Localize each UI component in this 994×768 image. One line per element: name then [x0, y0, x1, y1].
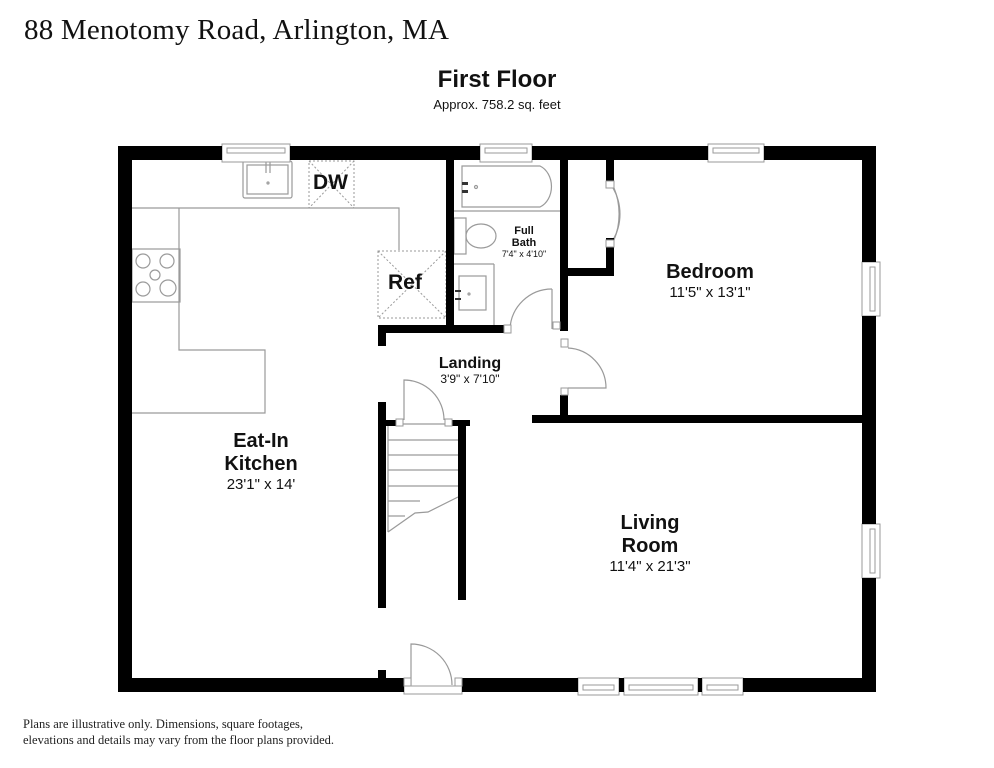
room-dimensions: 23'1" x 14': [226, 476, 296, 493]
refrigerator-label: Ref: [388, 271, 422, 294]
walls: [118, 146, 876, 692]
disclaimer-line-2: elevations and details may vary from the…: [23, 733, 335, 747]
room-name-line2: Bath: [511, 237, 537, 249]
room-name-line2: Kitchen: [224, 453, 298, 475]
window-living-bottom-2: [623, 677, 699, 696]
bath-sink-icon: [454, 263, 495, 325]
room-landing: Landing 3'9" x 7'10": [420, 355, 520, 386]
room-name-line1: Full: [514, 225, 534, 237]
room-full-bath: Full Bath 7'4" x 4'10": [494, 225, 554, 260]
kitchen-counter: [131, 207, 400, 414]
floor-title: First Floor: [437, 66, 557, 93]
window-living-bottom-1: [577, 677, 620, 696]
room-name-line2: Room: [621, 535, 679, 557]
stove-icon: [135, 253, 177, 297]
floor-area: Approx. 758.2 sq. feet: [433, 97, 561, 112]
kitchen-sink-icon: [242, 160, 293, 199]
disclaimer: Plans are illustrative only. Dimensions,…: [23, 716, 443, 748]
door-swings: [403, 187, 621, 686]
room-dimensions: 3'9" x 7'10": [440, 372, 500, 386]
window-living-side: [861, 523, 881, 579]
room-name-line1: Living: [620, 512, 680, 534]
disclaimer-line-1: Plans are illustrative only. Dimensions,…: [23, 717, 304, 731]
room-name: Bedroom: [666, 261, 754, 283]
dishwasher-icon: [308, 160, 355, 209]
window-bedroom-side: [861, 261, 881, 317]
bathtub-icon: [454, 165, 560, 212]
window-living-bottom-3: [701, 677, 744, 696]
room-eat-in-kitchen: Eat-In Kitchen 23'1" x 14': [196, 430, 326, 493]
staircase: [387, 423, 459, 533]
toilet-icon: [453, 217, 497, 255]
room-dimensions: 11'5" x 13'1": [669, 284, 751, 301]
front-door-threshold: [403, 685, 463, 695]
room-name: Landing: [438, 355, 502, 372]
room-dimensions: 11'4" x 21'3": [609, 558, 691, 575]
room-dimensions: 7'4" x 4'10": [501, 249, 547, 259]
property-address: 88 Menotomy Road, Arlington, MA: [24, 14, 450, 46]
room-name-line1: Eat-In: [233, 430, 289, 452]
room-bedroom: Bedroom 11'5" x 13'1": [640, 261, 780, 301]
room-living-room: Living Room 11'4" x 21'3": [580, 512, 720, 575]
dishwasher-label: DW: [313, 171, 348, 194]
door-jambs: [395, 180, 615, 687]
